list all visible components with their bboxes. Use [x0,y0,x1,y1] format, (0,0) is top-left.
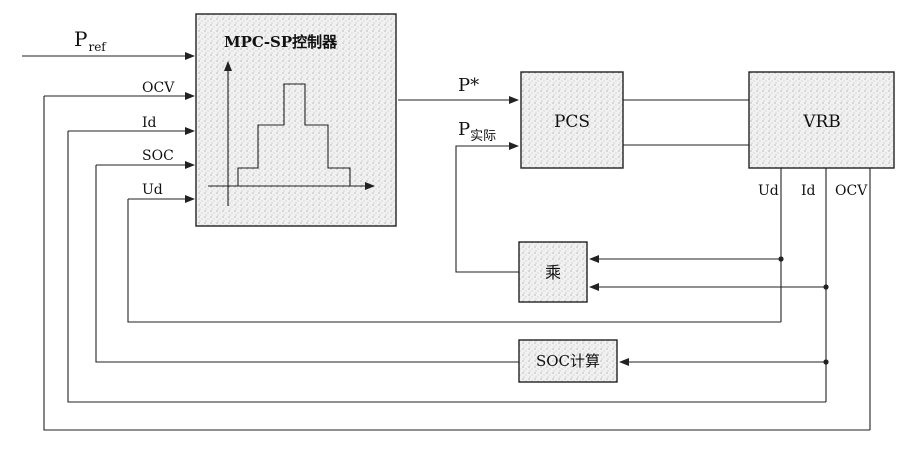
p-actual-wire [456,146,519,272]
input-ud-label: Ud [142,182,163,198]
vrb-ocv-label: OCV [835,183,868,199]
multiplier-label: 乘 [545,263,561,282]
controller-title: MPC-SP控制器 [224,33,338,51]
input-soc-label: SOC [142,148,174,164]
vrb-output-wires [781,168,870,430]
vrb-id-label: Id [801,183,816,199]
input-wires [22,56,194,199]
vrb-ud-label: Ud [758,183,779,199]
p-actual-label: P实际 [458,119,496,144]
pcs-label: PCS [554,112,590,132]
vrb-label: VRB [802,112,841,132]
pstar-label: P* [458,75,479,96]
input-id-label: Id [142,115,157,131]
pref-label: Pref [74,27,107,54]
soc-calc-label: SOC计算 [536,352,600,370]
input-ocv-label: OCV [142,80,175,96]
